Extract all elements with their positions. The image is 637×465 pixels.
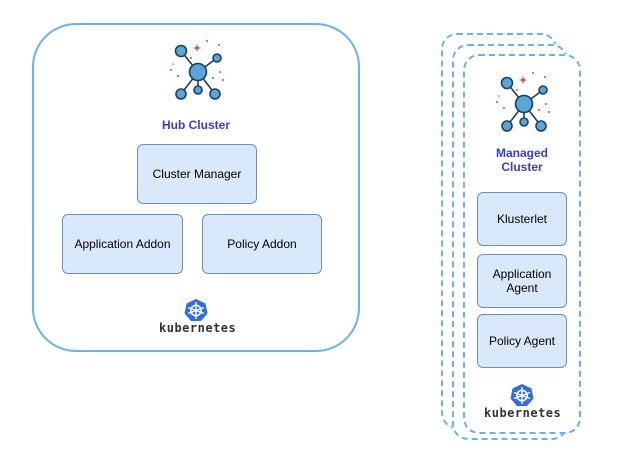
application-agent-line1: Application <box>492 267 552 281</box>
hub-network-icon <box>170 40 224 100</box>
managed-kubernetes-wordmark: kubernetes <box>484 406 562 420</box>
managed-cluster-title-line2: Cluster <box>501 160 543 174</box>
klusterlet-box: Klusterlet <box>477 192 567 246</box>
managed-kubernetes-logo-icon <box>510 384 534 406</box>
application-addon-box: Application Addon <box>62 214 183 274</box>
cluster-manager-box: Cluster Manager <box>137 144 257 204</box>
managed-cluster-title: Managed Cluster <box>482 146 562 174</box>
hub-kubernetes-wordmark: kubernetes <box>159 321 237 335</box>
policy-addon-box: Policy Addon <box>202 214 322 274</box>
managed-network-icon <box>496 72 550 132</box>
managed-cluster-title-line1: Managed <box>495 146 548 160</box>
application-agent-box: Application Agent <box>477 254 567 308</box>
policy-agent-box: Policy Agent <box>477 314 567 368</box>
hub-cluster-title: Hub Cluster <box>161 118 230 132</box>
application-agent-line2: Agent <box>506 281 538 295</box>
hub-kubernetes-logo-icon <box>184 299 208 321</box>
